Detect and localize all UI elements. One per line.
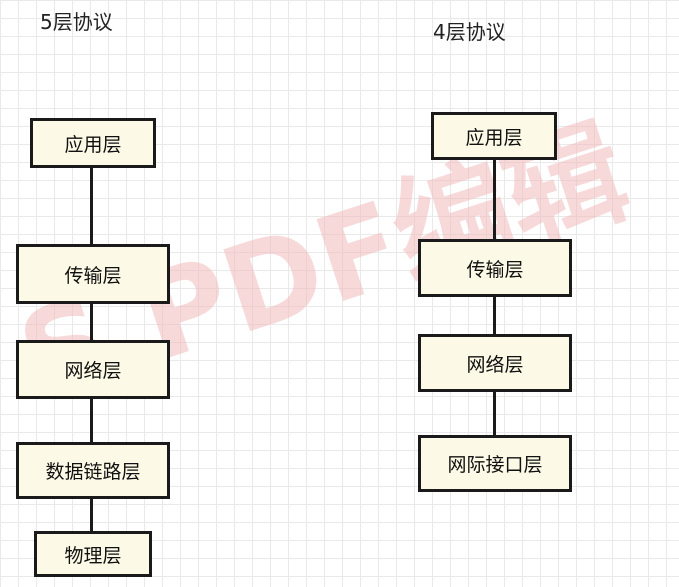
- right-layer-transport: 传输层: [418, 239, 572, 297]
- connector-line: [90, 398, 93, 443]
- left-layer-transport: 传输层: [16, 244, 170, 304]
- layer-label: 传输层: [64, 264, 122, 287]
- layer-label: 数据链路层: [45, 461, 141, 483]
- layer-label: 传输层: [466, 258, 524, 281]
- left-layer-physical: 物理层: [34, 531, 152, 577]
- five-layer-title: 5层协议: [40, 10, 113, 34]
- connector-line: [493, 391, 496, 436]
- connector-line: [90, 498, 93, 532]
- connector-line: [493, 159, 496, 240]
- four-layer-title: 4层协议: [433, 20, 506, 44]
- left-layer-network: 网络层: [16, 340, 170, 399]
- layer-label: 网际接口层: [447, 454, 543, 476]
- layer-label: 网络层: [466, 353, 524, 376]
- connector-line: [493, 296, 496, 335]
- layer-label: 网络层: [64, 360, 122, 382]
- connector-line: [90, 303, 93, 341]
- right-layer-internet-interface: 网际接口层: [418, 435, 572, 492]
- right-layer-application: 应用层: [431, 112, 557, 160]
- left-layer-application: 应用层: [30, 118, 156, 168]
- layer-label: 物理层: [64, 544, 122, 567]
- connector-line: [90, 167, 93, 245]
- layer-label: 应用层: [465, 126, 523, 149]
- left-layer-data-link: 数据链路层: [16, 442, 170, 499]
- right-layer-network: 网络层: [418, 334, 572, 392]
- layer-label: 应用层: [64, 133, 122, 156]
